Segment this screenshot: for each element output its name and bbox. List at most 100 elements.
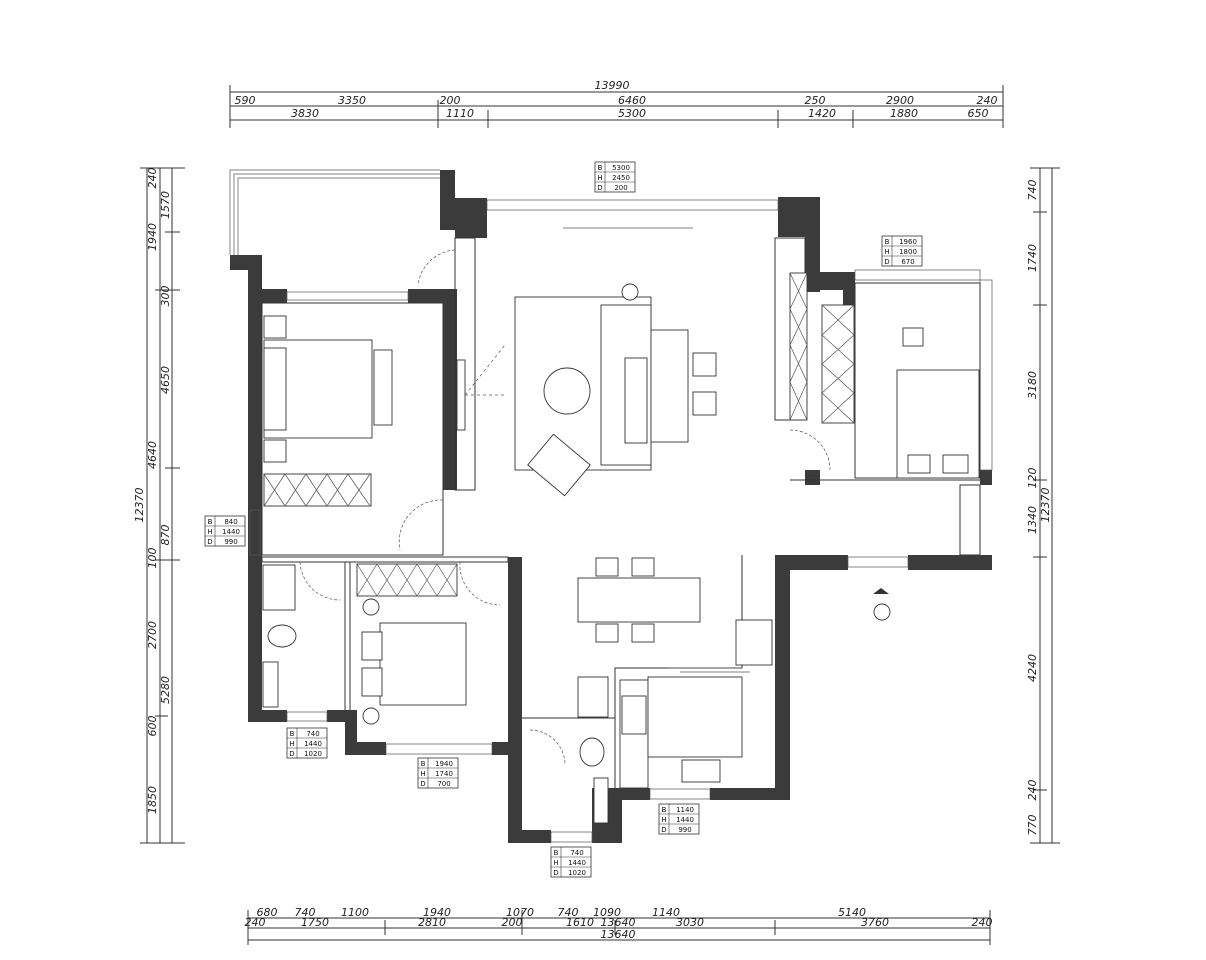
coffee-table xyxy=(543,367,591,415)
sofa xyxy=(600,304,689,466)
stools xyxy=(692,352,717,416)
dimension-label: 100 xyxy=(146,548,159,569)
dining-table xyxy=(577,557,701,643)
dimension-label: 2700 xyxy=(146,621,159,649)
bathroom1-fixtures xyxy=(262,564,297,708)
tag-value: 700 xyxy=(437,780,450,788)
tag-key: H xyxy=(553,859,558,867)
tag-key: H xyxy=(884,248,889,256)
dimension-label: 13640 xyxy=(601,928,636,941)
master-bed xyxy=(263,315,393,463)
dimension-label: 13990 xyxy=(595,79,630,92)
furniture xyxy=(262,272,980,824)
dimension-label: 4650 xyxy=(159,366,172,394)
bed-bedroom2 xyxy=(361,598,467,725)
dimension-label: 3180 xyxy=(1026,371,1039,399)
dimension-label: 2900 xyxy=(886,94,914,107)
tag-key: D xyxy=(661,826,666,834)
doors[interactable] xyxy=(299,249,831,766)
tag-frame xyxy=(417,757,459,789)
tag-value: 1020 xyxy=(304,750,322,758)
dimension-label: 1740 xyxy=(1026,244,1039,272)
dimension-label: 1940 xyxy=(423,906,451,919)
dimension-label: 650 xyxy=(968,107,989,120)
dimension-label: 2810 xyxy=(418,916,446,929)
dimension-label: 12370 xyxy=(133,488,146,523)
armchair xyxy=(527,433,591,497)
dimension-label: 1570 xyxy=(159,191,172,219)
tag-key: B xyxy=(662,806,667,814)
tag-key: B xyxy=(598,164,603,172)
tag-value: 1020 xyxy=(568,869,586,877)
tag-frame xyxy=(204,515,246,547)
tag-key: B xyxy=(290,730,295,738)
dimension-label: 1880 xyxy=(890,107,918,120)
dimension-label: 870 xyxy=(159,525,172,546)
tag-key: B xyxy=(885,238,890,246)
dimension-label: 240 xyxy=(146,168,159,189)
tag-key: D xyxy=(884,258,889,266)
tag-key: H xyxy=(420,770,425,778)
tag-key: D xyxy=(553,869,558,877)
bathroom2-fixtures xyxy=(577,676,609,824)
dimension-label: 1110 xyxy=(446,107,474,120)
dimension-label: 6460 xyxy=(618,94,646,107)
dimension-label: 1340 xyxy=(1026,506,1039,534)
tag-value: 990 xyxy=(224,538,237,546)
dimension-label: 5280 xyxy=(159,676,172,704)
tag-key: D xyxy=(597,184,602,192)
tag-value: 1440 xyxy=(304,740,322,748)
dimension-label: 1750 xyxy=(301,916,329,929)
dimension-label: 13640 xyxy=(601,916,636,929)
wardrobe-living xyxy=(789,272,808,421)
dimension-lines xyxy=(140,85,1060,945)
dimension-label: 240 xyxy=(1026,780,1039,801)
tag-key: B xyxy=(208,518,213,526)
dimension-label: 12370 xyxy=(1039,488,1052,523)
dimension-label: 1850 xyxy=(146,786,159,814)
dimension-label: 300 xyxy=(159,286,172,307)
walls xyxy=(230,170,992,843)
dimension-label: 3760 xyxy=(861,916,889,929)
tag-value: 2450 xyxy=(612,174,630,182)
tag-value: 5300 xyxy=(612,164,630,172)
tag-value: 990 xyxy=(678,826,691,834)
kitchen-fixtures xyxy=(619,619,773,789)
balcony-railing xyxy=(229,169,440,255)
tag-value: 1800 xyxy=(899,248,917,256)
dimension-label: 1610 xyxy=(566,916,594,929)
tag-key: H xyxy=(207,528,212,536)
tag-key: D xyxy=(420,780,425,788)
tag-value: 740 xyxy=(306,730,319,738)
dimension-label: 200 xyxy=(440,94,461,107)
windows[interactable] xyxy=(249,199,993,843)
dimension-label: 240 xyxy=(245,916,266,929)
tag-frame xyxy=(881,235,923,267)
dimension-label: 1940 xyxy=(146,223,159,251)
tag-value: 1960 xyxy=(899,238,917,246)
dimension-label: 3030 xyxy=(676,916,704,929)
bed-bedroom3 xyxy=(896,327,980,479)
dimension-label: 4640 xyxy=(146,441,159,469)
dimension-label: 4240 xyxy=(1026,654,1039,682)
dimension-label: 1420 xyxy=(808,107,836,120)
tag-frame xyxy=(550,846,592,878)
wardrobe-bedroom1 xyxy=(263,473,372,507)
tag-value: 840 xyxy=(224,518,237,526)
dimension-label: 600 xyxy=(146,716,159,737)
entrance-icon xyxy=(873,588,891,621)
tag-frame xyxy=(286,727,328,759)
dimension-label: 740 xyxy=(1026,180,1039,201)
tag-value: 200 xyxy=(614,184,627,192)
tag-value: 1140 xyxy=(676,806,694,814)
tag-frame xyxy=(594,161,636,193)
